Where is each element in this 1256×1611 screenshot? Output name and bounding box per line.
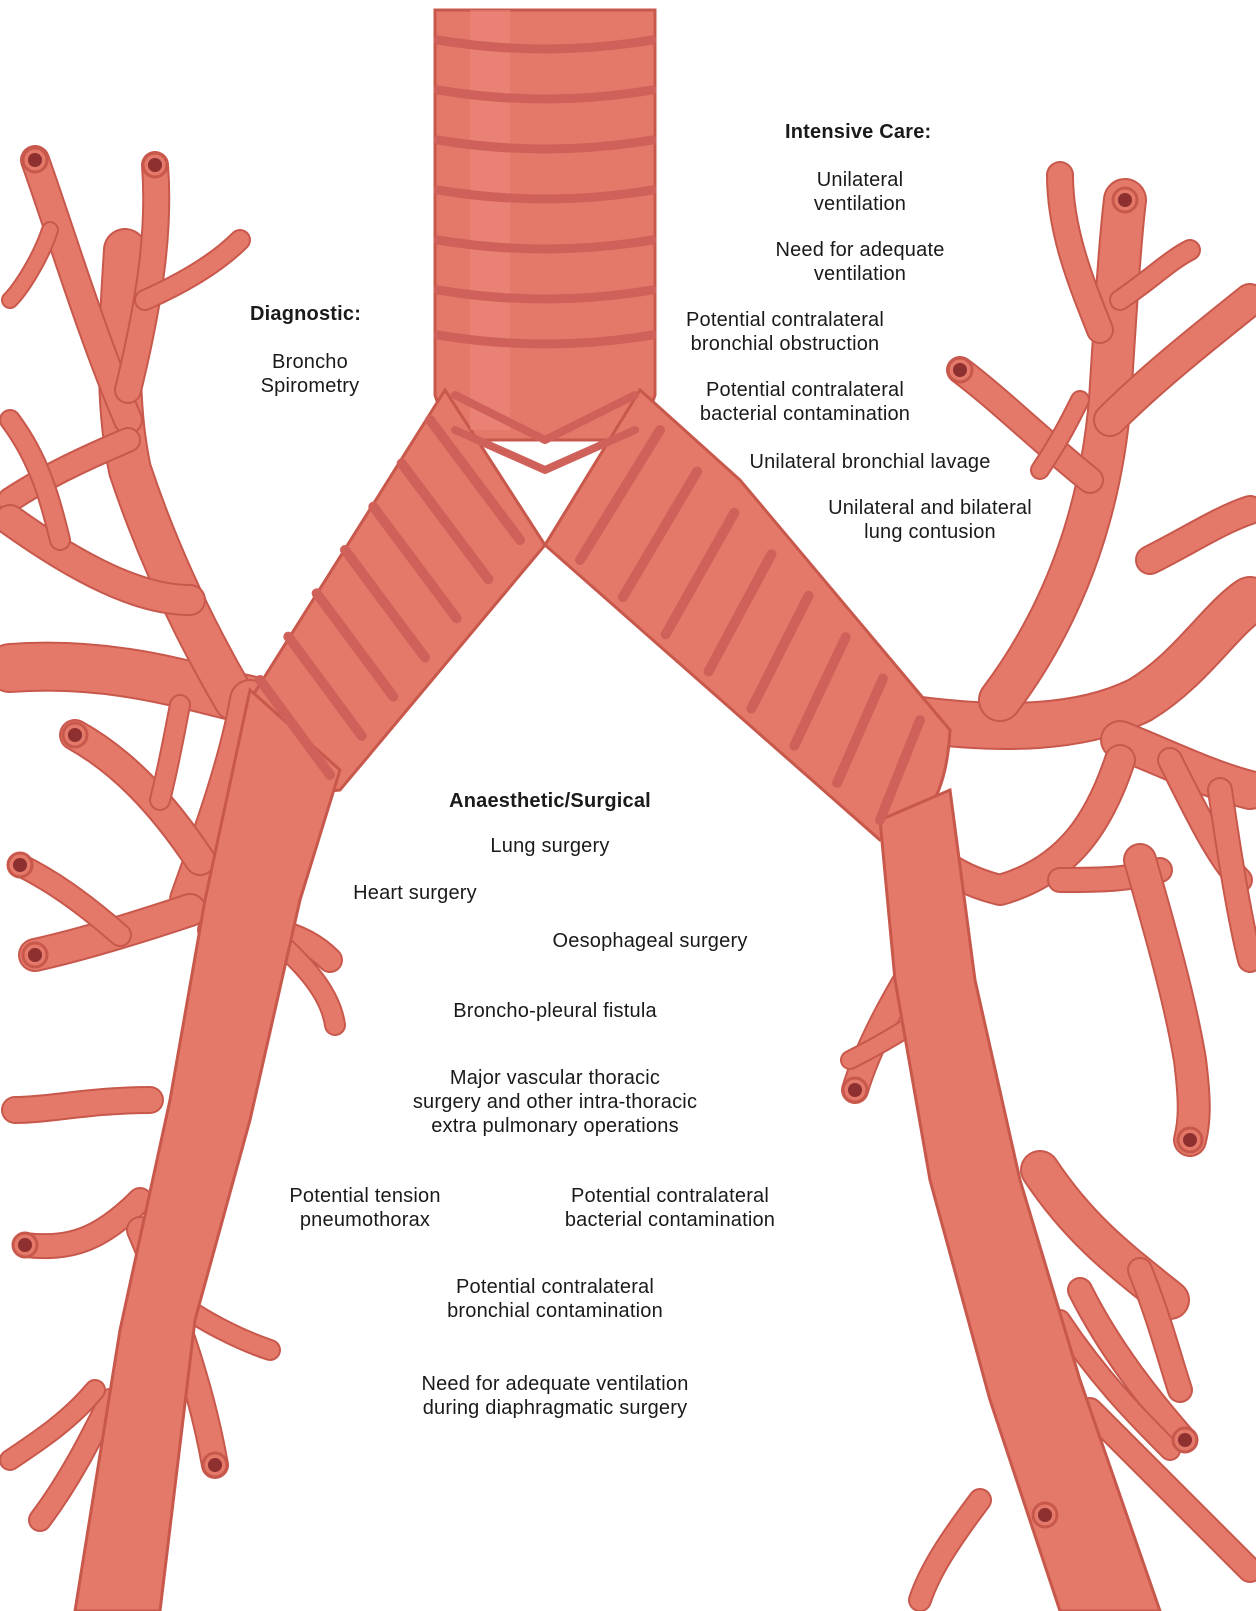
intensive-care-item-bronchial-lavage: Unilateral bronchial lavage [725,450,1015,474]
surgical-item-bacterial-contamination: Potential contralateral bacterial contam… [545,1184,795,1232]
surgical-item-lung-surgery: Lung surgery [440,834,660,858]
diagnostic-heading: Diagnostic: [250,302,370,326]
bronchus-lumen [148,158,162,172]
bronchus-branch [15,1100,150,1110]
surgical-item-bronchial-contamination: Potential contralateral bronchial contam… [425,1275,685,1323]
bronchus-lumen [1183,1133,1197,1147]
bronchus-branch [160,705,180,800]
intensive-care-heading: Intensive Care: [785,120,965,144]
surgical-item-tension-pneumothorax: Potential tension pneumothorax [265,1184,465,1232]
bronchus-lumen [18,1238,32,1252]
trachea-highlight [470,10,510,430]
bronchus-lumen [13,858,27,872]
bronchus-lumen [68,728,82,742]
anaesthetic-surgical-heading: Anaesthetic/Surgical [420,789,680,813]
surgical-item-oesophageal-surgery: Oesophageal surgery [530,929,770,953]
bronchus-lumen [953,363,967,377]
bronchus-branch [920,600,1250,726]
bronchus-lumen [28,153,42,167]
bronchus-branch [20,865,120,935]
right-lower-bronchus [880,790,1160,1611]
bronchus-branch [25,1200,140,1246]
intensive-care-item-adequate-ventilation: Need for adequate ventilation [750,238,970,286]
surgical-item-broncho-pleural-fistula: Broncho-pleural fistula [425,999,685,1023]
bronchus-lumen [208,1458,222,1472]
trachea [435,10,655,440]
bronchus-lumen [1038,1508,1052,1522]
bronchus-lumen [1178,1433,1192,1447]
intensive-care-item-lung-contusion: Unilateral and bilateral lung contusion [810,496,1050,544]
intensive-care-item-bronchial-obstruction: Potential contralateral bronchial obstru… [665,308,905,356]
bronchus-lumen [1118,193,1132,207]
surgical-item-major-vascular-thoracic: Major vascular thoracic surgery and othe… [380,1066,730,1138]
bronchus-branch [1060,175,1100,330]
bronchus-lumen [28,948,42,962]
diagnostic-item-broncho-spirometry: Broncho Spirometry [220,350,400,398]
bronchus-lumen [848,1083,862,1097]
intensive-care-item-unilateral-ventilation: Unilateral ventilation [760,168,960,216]
bronchus-branch [1140,860,1194,1140]
intensive-care-item-bacterial-contamination: Potential contralateral bacterial contam… [680,378,930,426]
surgical-item-diaphragmatic-surgery: Need for adequate ventilation during dia… [390,1372,720,1420]
surgical-item-heart-surgery: Heart surgery [315,881,515,905]
bronchus-branch [920,1500,980,1600]
